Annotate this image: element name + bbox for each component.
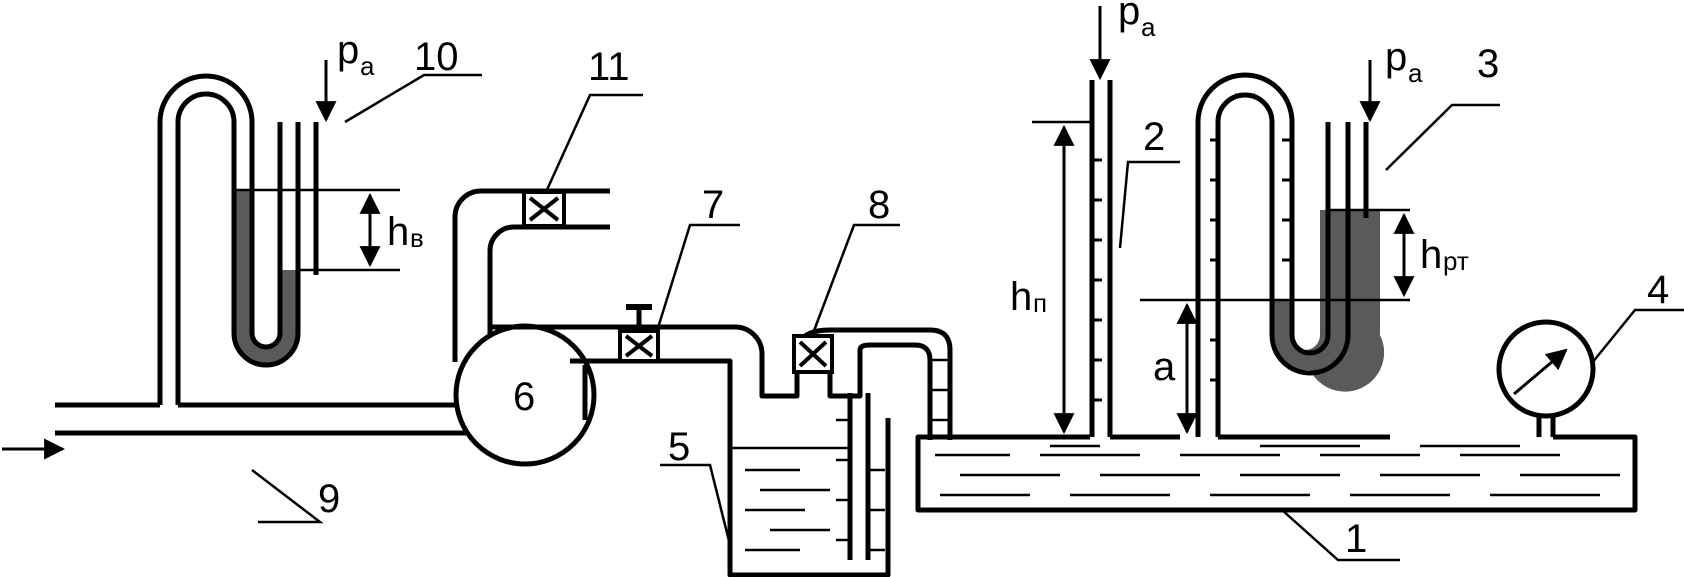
label-7: 7 xyxy=(702,183,724,227)
pa-label-center: p a xyxy=(1118,0,1156,42)
vacuum-manometer-10 xyxy=(157,60,400,405)
label-10: 10 xyxy=(414,35,459,79)
a-label: a xyxy=(1153,345,1176,389)
mercury-manometer-3 xyxy=(1140,60,1415,437)
svg-text:a: a xyxy=(1408,58,1423,88)
supply-tank-5 xyxy=(727,418,891,577)
label-3: 3 xyxy=(1477,42,1499,86)
svg-text:h: h xyxy=(1420,233,1442,277)
pa-label-left: p a xyxy=(337,28,375,81)
label-8: 8 xyxy=(868,183,890,227)
svg-text:p: p xyxy=(1385,35,1407,79)
suction-pipe-9 xyxy=(2,402,490,460)
leader-lines xyxy=(251,73,1684,562)
label-2: 2 xyxy=(1143,115,1165,159)
svg-text:a: a xyxy=(360,51,375,81)
piezometer-2 xyxy=(1032,6,1113,437)
svg-text:в: в xyxy=(410,223,424,253)
svg-text:p: p xyxy=(1118,0,1140,33)
label-6: 6 xyxy=(513,375,535,419)
bypass-line-11 xyxy=(452,188,610,362)
label-1: 1 xyxy=(1345,517,1367,561)
svg-text:p: p xyxy=(337,28,359,72)
label-4: 4 xyxy=(1647,268,1669,312)
mercury-column-left xyxy=(234,190,298,365)
label-5: 5 xyxy=(668,425,690,469)
svg-text:h: h xyxy=(387,210,409,254)
svg-text:рт: рт xyxy=(1443,246,1469,276)
pressure-gauge-4 xyxy=(1496,319,1596,437)
pa-label-right: p a xyxy=(1385,35,1423,88)
svg-text:п: п xyxy=(1033,288,1047,318)
svg-text:h: h xyxy=(1010,275,1032,319)
hv-label: h в xyxy=(387,210,424,254)
pressure-tank-1 xyxy=(915,434,1638,513)
svg-text:a: a xyxy=(1141,12,1156,42)
hp-label: h п xyxy=(1010,275,1047,319)
label-11: 11 xyxy=(588,45,630,89)
discharge-pipe xyxy=(490,304,953,440)
downpipe xyxy=(836,358,948,560)
hrt-label: h рт xyxy=(1420,233,1469,277)
label-9: 9 xyxy=(318,477,340,521)
